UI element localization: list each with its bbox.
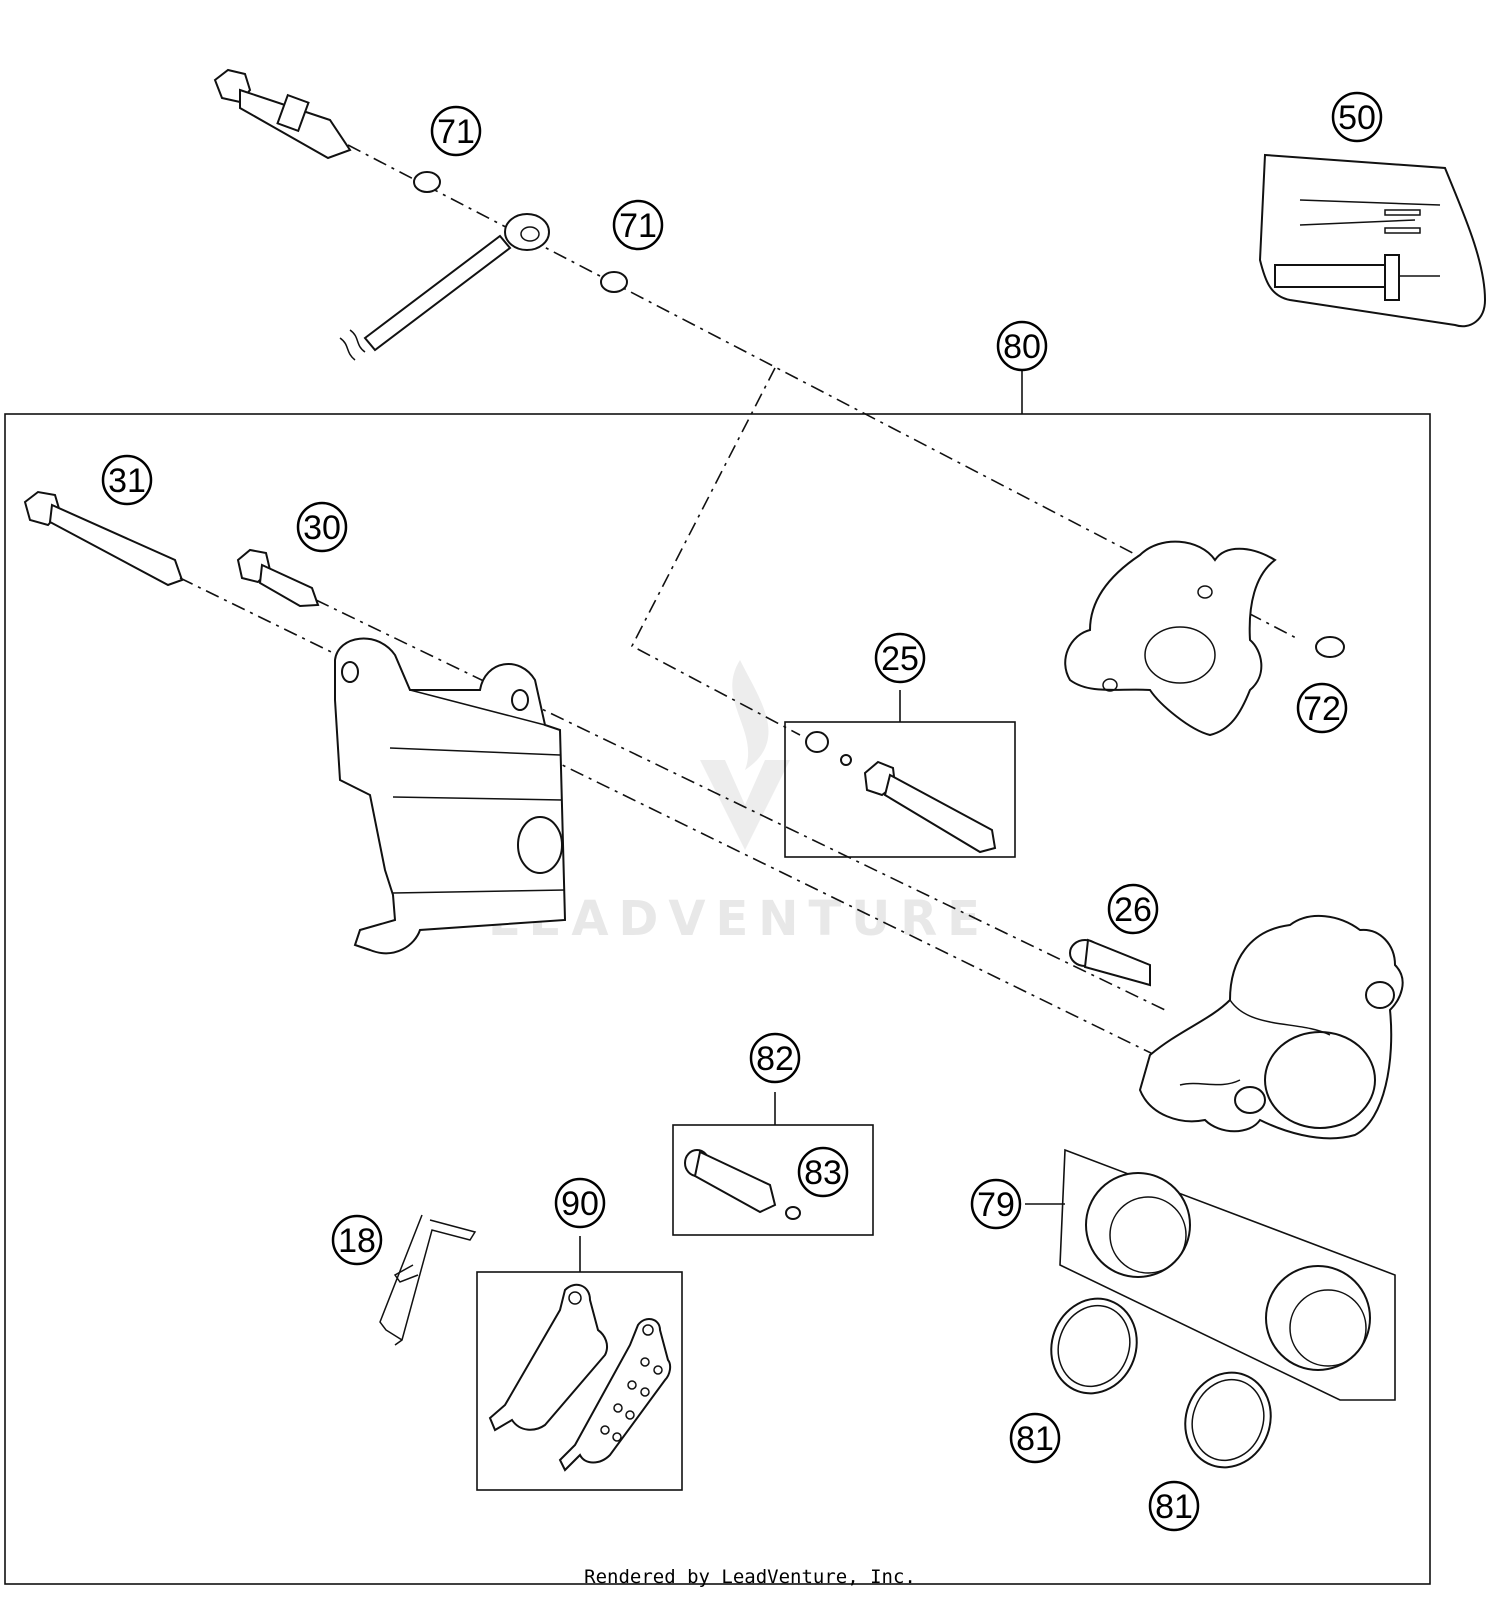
dash-line-bleeder: [630, 367, 801, 736]
svg-text:90: 90: [561, 1185, 599, 1223]
callout-81-upper: 81: [1009, 1412, 1061, 1464]
slide-pin-kit-box: [672, 1124, 874, 1236]
svg-text:71: 71: [437, 113, 475, 151]
seal-ring-81-lower[interactable]: [1172, 1361, 1284, 1480]
callout-79: 79: [970, 1178, 1022, 1230]
svg-text:83: 83: [804, 1154, 842, 1192]
callout-50: 50: [1331, 91, 1383, 143]
pin-26[interactable]: [1069, 938, 1151, 987]
callout-26: 26: [1107, 883, 1159, 935]
brake-hose[interactable]: [339, 213, 550, 361]
callout-71-lower: 71: [612, 199, 664, 251]
svg-text:18: 18: [338, 1222, 376, 1260]
banjo-bolt[interactable]: [213, 68, 352, 160]
callout-72: 72: [1296, 682, 1348, 734]
svg-text:81: 81: [1016, 1420, 1054, 1458]
callout-90: 90: [554, 1177, 606, 1229]
dash-line-31: [179, 577, 1156, 1056]
callout-25: 25: [874, 632, 926, 684]
washer-71-lower[interactable]: [600, 271, 628, 293]
svg-text:71: 71: [619, 207, 657, 245]
svg-text:80: 80: [1003, 328, 1041, 366]
circlip-83[interactable]: [785, 1206, 801, 1220]
piston-kit-box: [1059, 1148, 1396, 1401]
brake-fluid-pack[interactable]: [1258, 153, 1487, 328]
o-ring-72[interactable]: [1315, 636, 1345, 658]
slide-pin[interactable]: [684, 1149, 777, 1214]
callout-18: 18: [331, 1214, 383, 1266]
bleeder-kit-parts[interactable]: [805, 731, 997, 854]
washer-71-upper[interactable]: [413, 171, 441, 193]
pad-spring-18[interactable]: [379, 1214, 477, 1346]
callout-80: 80: [996, 320, 1048, 372]
svg-text:25: 25: [881, 640, 919, 678]
svg-text:79: 79: [977, 1186, 1015, 1224]
svg-text:26: 26: [1114, 891, 1152, 929]
piston-upper[interactable]: [1085, 1172, 1191, 1278]
callout-83: 83: [797, 1146, 849, 1198]
assembly-frame: [4, 413, 1431, 1585]
piston-lower[interactable]: [1265, 1265, 1371, 1371]
bolt-30[interactable]: [236, 548, 320, 608]
footer-credit: Rendered by LeadVenture, Inc.: [584, 1566, 916, 1588]
callout-82: 82: [749, 1032, 801, 1084]
callout-31: 31: [101, 454, 153, 506]
brake-caliper[interactable]: [1138, 914, 1404, 1140]
callout-30: 30: [296, 501, 348, 553]
caliper-half[interactable]: [1064, 540, 1277, 737]
svg-text:72: 72: [1303, 690, 1341, 728]
caliper-bracket[interactable]: [334, 637, 567, 955]
callout-81-lower: 81: [1148, 1480, 1200, 1532]
svg-text:30: 30: [303, 509, 341, 547]
svg-text:31: 31: [108, 462, 146, 500]
svg-text:81: 81: [1155, 1488, 1193, 1526]
watermark-text: LEADVENTURE: [488, 891, 990, 947]
seal-ring-81-upper[interactable]: [1038, 1287, 1150, 1406]
brake-pad-left[interactable]: [488, 1283, 608, 1432]
brake-pad-right[interactable]: [558, 1318, 672, 1472]
callout-71-upper: 71: [430, 105, 482, 157]
svg-text:82: 82: [756, 1040, 794, 1078]
bolt-31[interactable]: [23, 490, 184, 587]
svg-text:50: 50: [1338, 99, 1376, 137]
dash-line-30: [315, 599, 1166, 1011]
watermark: LEADVENTURE: [488, 660, 990, 947]
